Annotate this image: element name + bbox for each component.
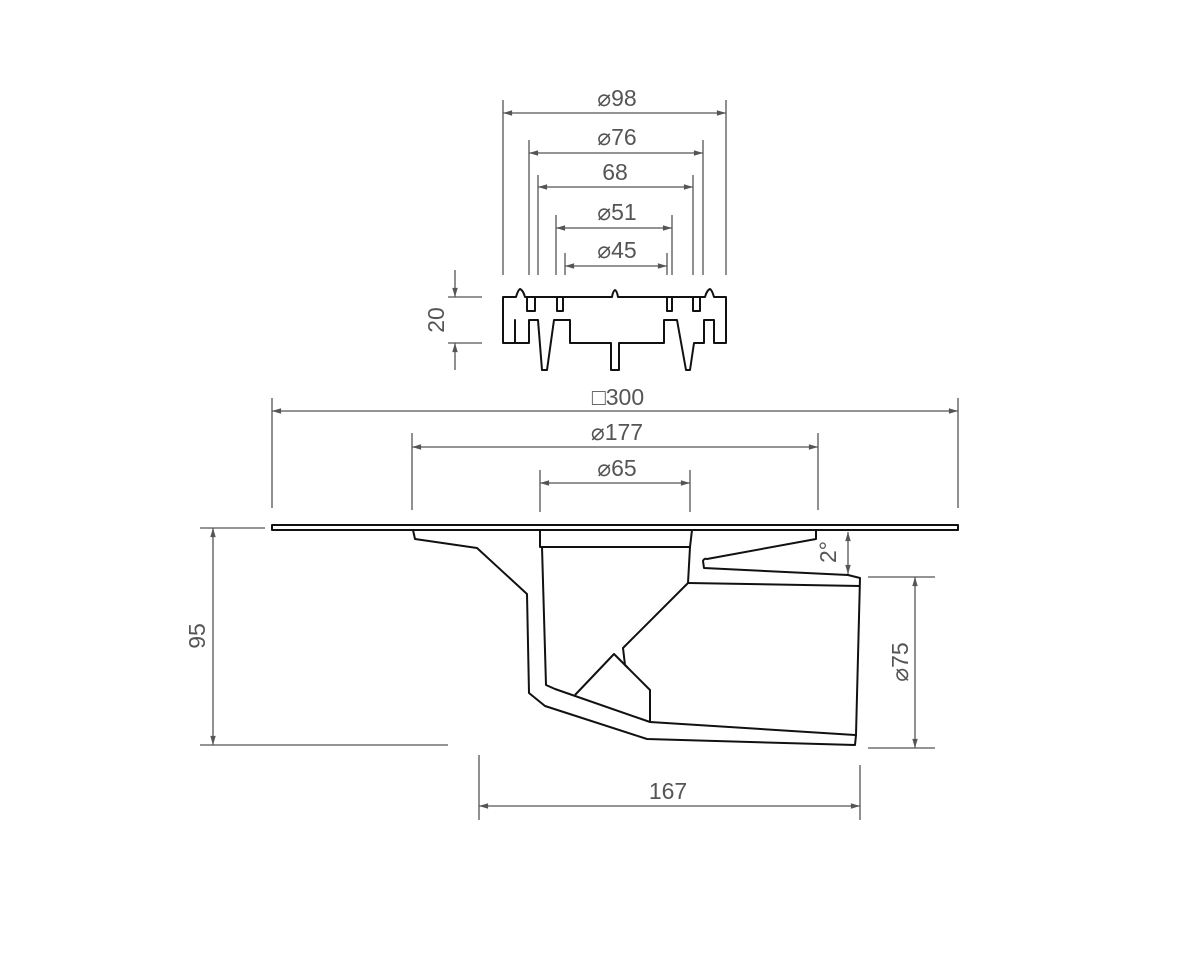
- label-d75: ⌀75: [887, 642, 913, 681]
- label-h20: 20: [423, 307, 449, 333]
- label-d45: ⌀45: [597, 237, 636, 263]
- label-w68: 68: [602, 159, 628, 185]
- grate-dimension-lines: [448, 110, 726, 370]
- label-d177: ⌀177: [591, 419, 643, 445]
- label-d76: ⌀76: [597, 124, 636, 150]
- body-dimension-lines: [200, 398, 959, 820]
- label-h95: 95: [184, 623, 210, 649]
- label-d98: ⌀98: [597, 85, 636, 111]
- label-slope2: 2°: [815, 541, 841, 563]
- label-l167: 167: [649, 778, 687, 804]
- flange: [271, 524, 959, 531]
- grate-extension-lines: [502, 100, 727, 275]
- grate-part: [502, 288, 727, 371]
- drain-body: [271, 524, 959, 746]
- label-d51: ⌀51: [597, 199, 636, 225]
- label-sq300: □300: [592, 384, 644, 410]
- label-d65: ⌀65: [597, 455, 636, 481]
